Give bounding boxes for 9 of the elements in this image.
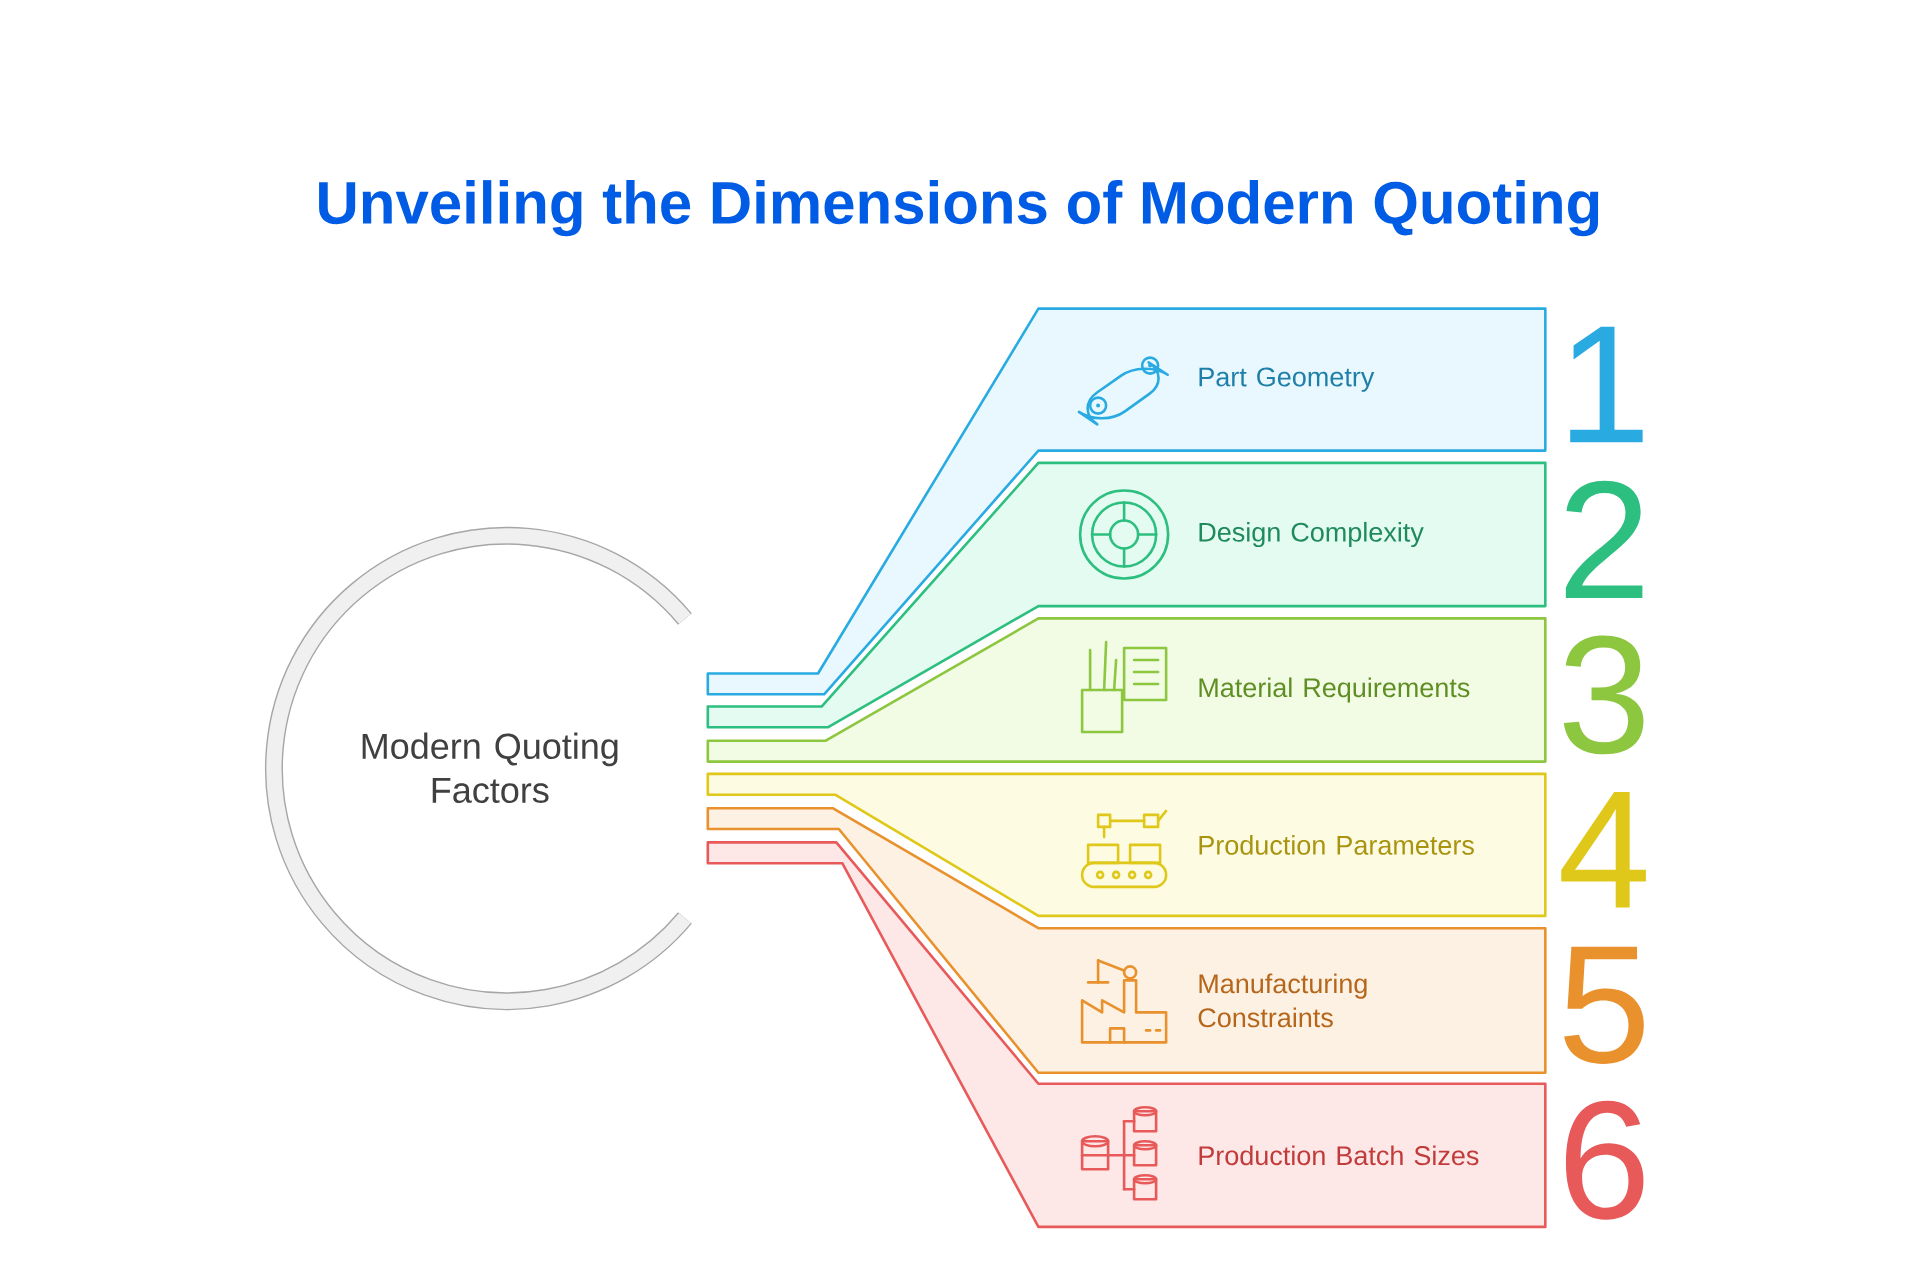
step-number: 5 <box>1564 946 1644 1064</box>
band: Material Requirements <box>706 617 1547 763</box>
step-number: 4 <box>1561 792 1646 908</box>
title: Unveiling the Dimensions of Modern Quoting <box>319 180 1599 237</box>
band: Production Parameters <box>706 772 1547 918</box>
step-number: 2 <box>1565 480 1643 599</box>
step-number: 6 <box>1565 1100 1644 1220</box>
step-number: 1 <box>1570 326 1643 443</box>
step-number: 3 <box>1563 635 1644 755</box>
